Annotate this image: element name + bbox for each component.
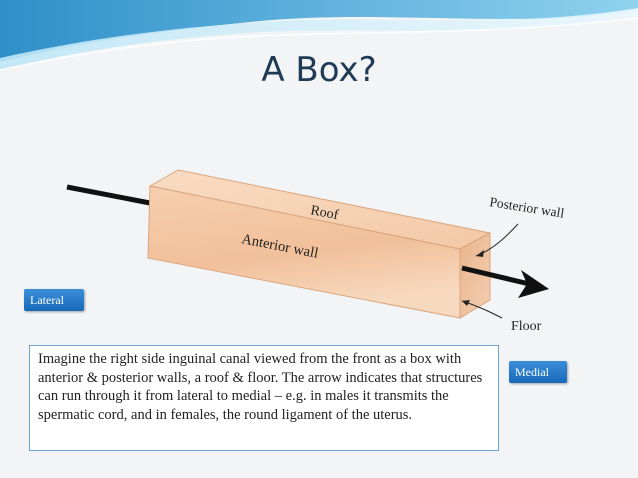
arrow-head <box>518 270 549 298</box>
slide-title: A Box? <box>261 50 377 90</box>
roof-label: Roof <box>309 203 340 223</box>
medial-tag: Medial <box>509 361 567 383</box>
floor-label: Floor <box>511 319 542 334</box>
arrow-tail <box>66 184 151 206</box>
header-wave-decoration <box>0 0 638 71</box>
description-textbox: Imagine the right side inguinal canal vi… <box>29 345 499 451</box>
floor-leader-tip <box>462 300 470 306</box>
posterior-wall-label: Posterior wall <box>489 194 566 221</box>
lateral-tag: Lateral <box>24 289 84 311</box>
arrow-shaft <box>461 265 539 289</box>
posterior-wall-leader-tip <box>476 250 484 257</box>
